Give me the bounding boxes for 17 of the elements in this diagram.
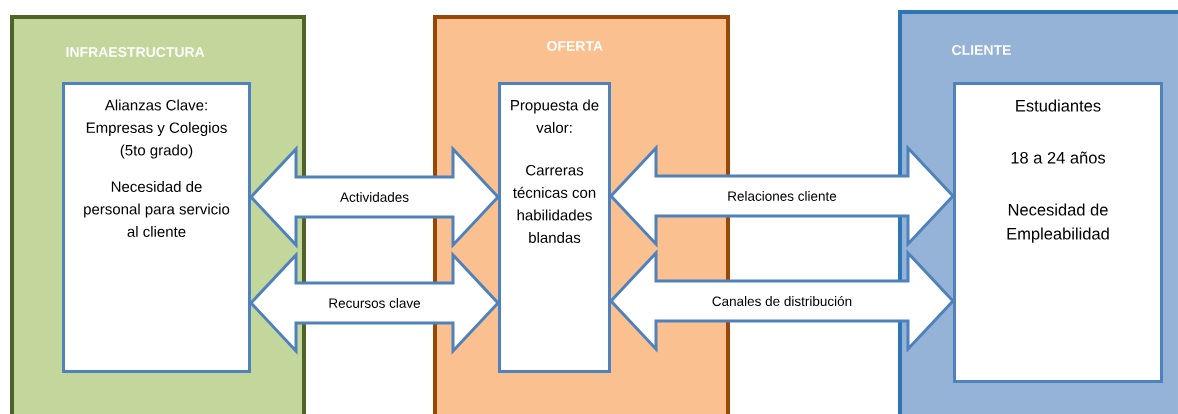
text-box — [953, 82, 1163, 383]
panel-title: INFRAESTRUCTURA — [66, 47, 205, 57]
box-text: Estudiantes — [1016, 99, 1101, 112]
edge-label: Actividades — [340, 192, 409, 202]
panel-title: OFERTA — [547, 41, 603, 51]
box-text: Alianzas Clave: Empresas y Colegios (5to grado) — [86, 99, 227, 159]
edge-label: Canales de distribución — [712, 295, 852, 306]
text-box — [498, 82, 611, 373]
box-text: 18 a 24 años — [1011, 151, 1106, 164]
box-text: Carreras técnicas con habilidades blandas — [513, 164, 596, 243]
panel-title: CLIENTE — [952, 45, 1011, 55]
box-text: Necesidad de Empleabilidad — [1007, 203, 1109, 243]
box-text: Propuesta de valor: — [511, 99, 599, 133]
edge-label: Recursos clave — [329, 298, 421, 308]
box-text: Necesidad de personal para servicio al cliente — [84, 181, 230, 237]
text-box — [62, 82, 251, 373]
edge-label: Relaciones cliente — [728, 191, 837, 201]
